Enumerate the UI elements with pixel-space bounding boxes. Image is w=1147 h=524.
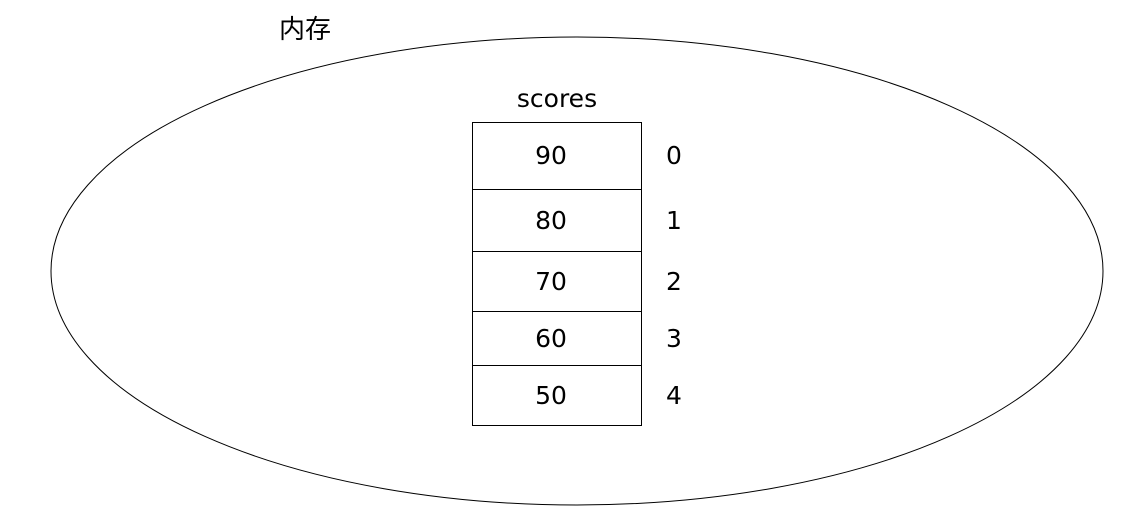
array-cell-value: 50 xyxy=(535,380,567,410)
array-cell-4: 50 4 xyxy=(473,366,682,426)
array-index-label: 2 xyxy=(666,266,682,296)
array-cell-2: 70 2 xyxy=(473,252,682,312)
array-name-label: scores xyxy=(516,84,598,113)
array-table: 90 0 80 1 70 2 60 3 50 4 xyxy=(472,122,682,426)
array-cell-value: 90 xyxy=(535,141,567,170)
array-index-label: 0 xyxy=(666,141,682,170)
array-index-label: 1 xyxy=(666,205,682,235)
memory-label: 内存 xyxy=(279,15,332,45)
array-cell-3: 60 3 xyxy=(473,312,682,366)
array-cell-value: 80 xyxy=(535,205,567,235)
array-index-label: 4 xyxy=(666,380,682,410)
array-cell-1: 80 1 xyxy=(473,190,682,252)
array-index-label: 3 xyxy=(666,323,682,353)
array-cell-value: 60 xyxy=(535,323,567,353)
memory-ellipse xyxy=(50,36,1104,506)
array-cell-value: 70 xyxy=(535,266,567,296)
array-cell-0: 90 0 xyxy=(473,123,682,190)
